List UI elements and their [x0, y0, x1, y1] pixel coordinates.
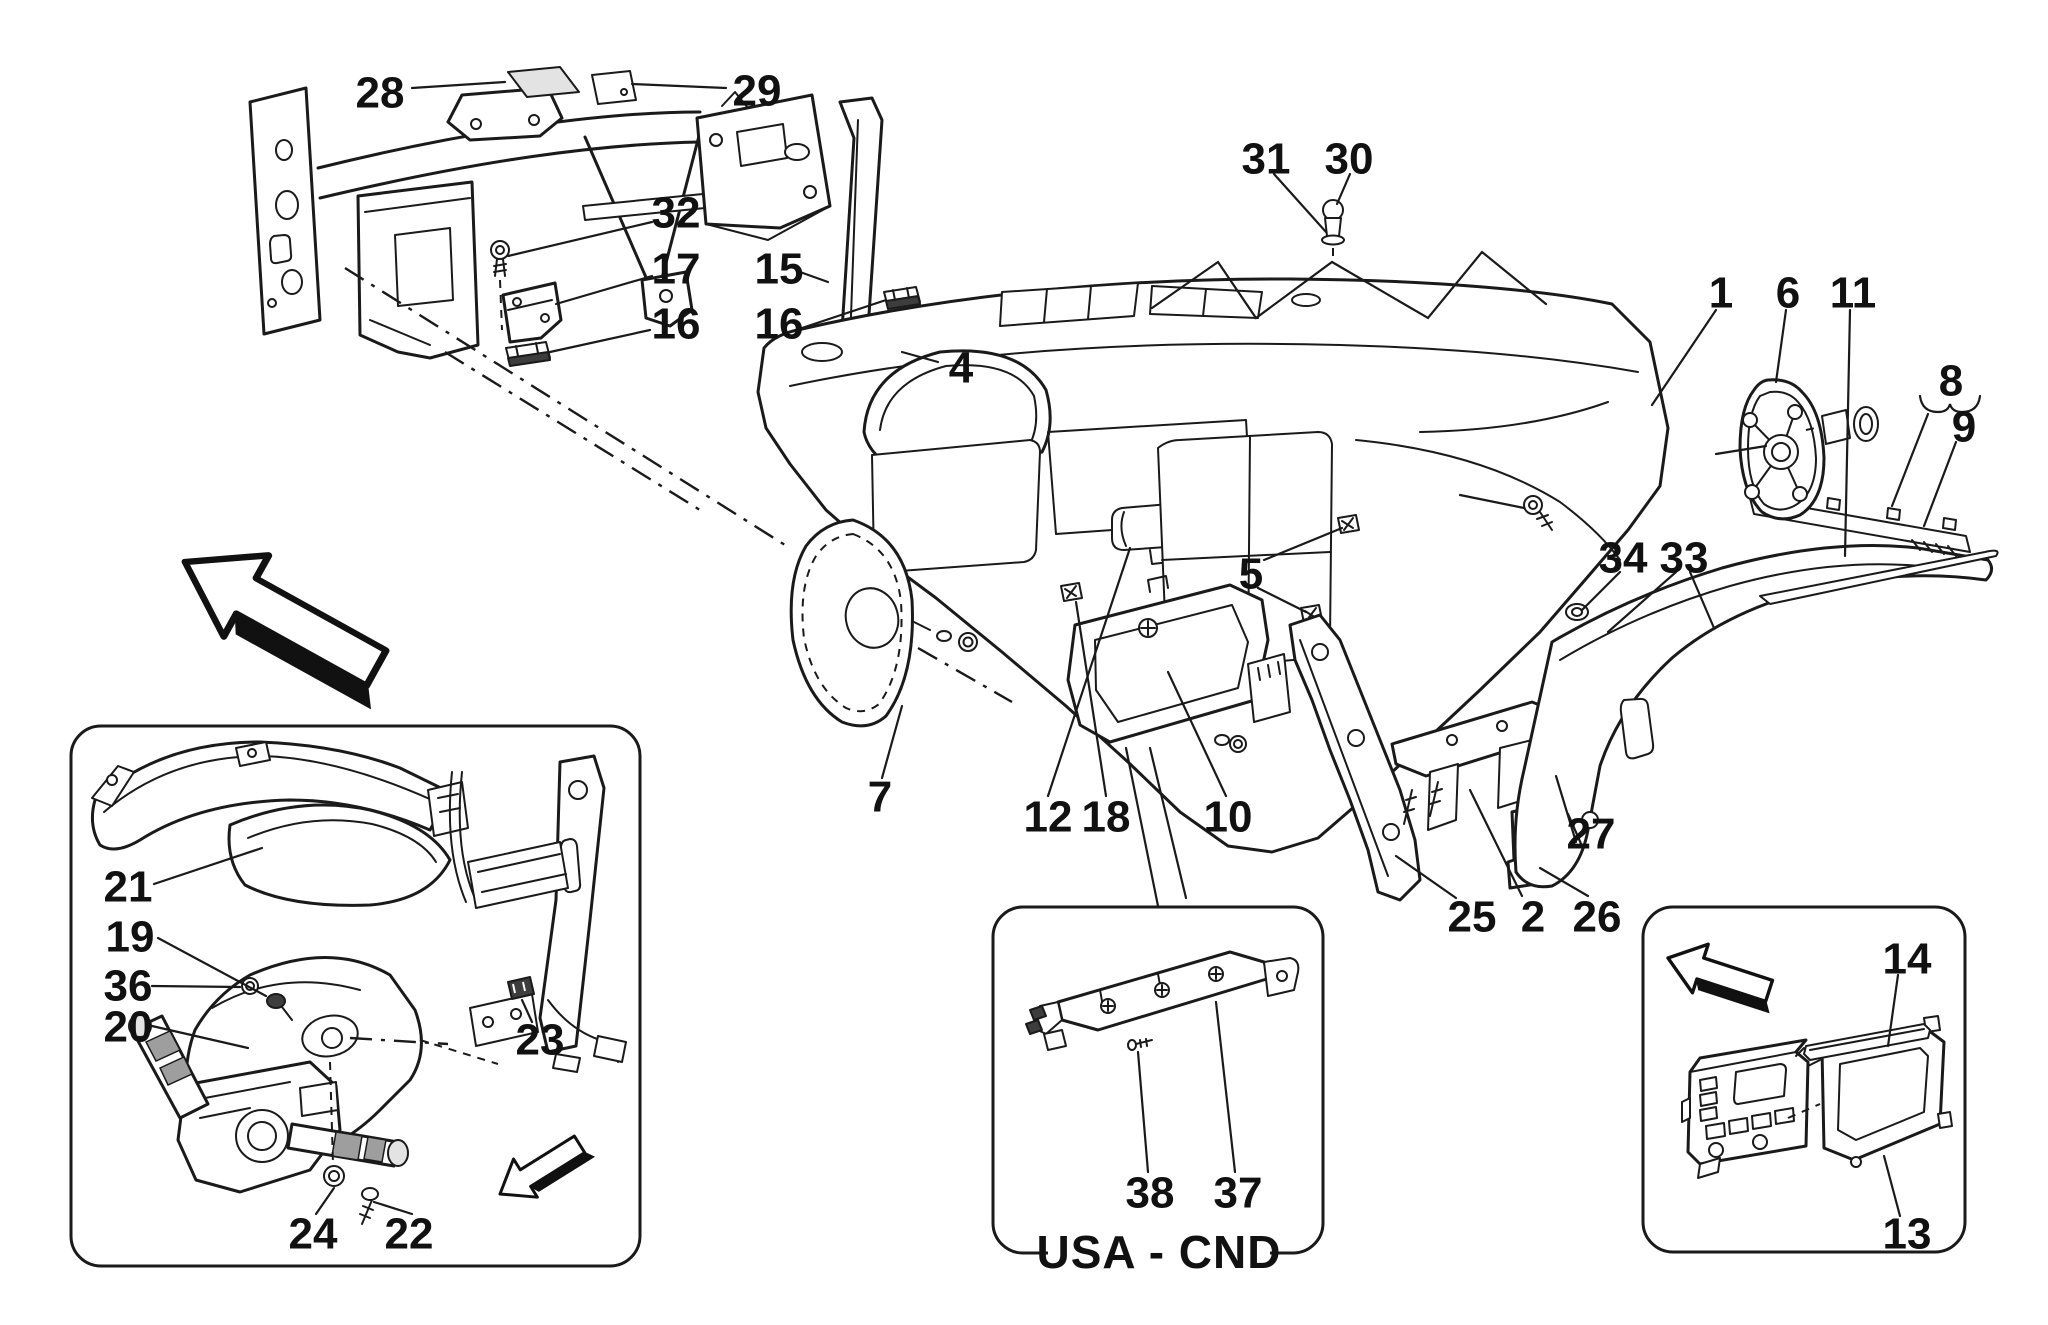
- slotted-plate: [1214, 653, 1291, 753]
- knob-part-11: [1805, 406, 1879, 445]
- brace-part-8: [1918, 394, 1982, 414]
- callout-17: 17: [652, 244, 701, 293]
- callout-33: 33: [1660, 533, 1709, 582]
- speaker-panel-part-6: [1738, 378, 1826, 521]
- column-switch-assembly: [128, 1014, 409, 1194]
- glovebox-door-part-10: [1066, 575, 1270, 744]
- screw-part-30-31: [1321, 199, 1345, 262]
- callout-10: 10: [1204, 792, 1253, 841]
- callout-21: 21: [104, 862, 153, 911]
- direction-arrow-icon: [1658, 932, 1785, 1019]
- callout-11: 11: [1830, 268, 1877, 317]
- callout-30: 30: [1325, 134, 1374, 183]
- pin-part-38: [1127, 1038, 1153, 1051]
- direction-arrow-icon: [162, 521, 409, 714]
- clip-part-16-left: [505, 341, 551, 367]
- screw-on-dash-face: [1458, 493, 1553, 531]
- callout-4: 4: [949, 343, 974, 392]
- callout-34: 34: [1599, 533, 1648, 582]
- cluster-hood: [801, 342, 1052, 469]
- usa-cnd-inset: USA - CND: [991, 746, 1325, 1278]
- callout-28: 28: [356, 68, 405, 117]
- climate-control-unit: [1681, 1038, 1810, 1179]
- leader-lines: [150, 80, 1982, 1218]
- side-panel-part-7: [789, 518, 914, 728]
- climate-control-inset: [1641, 905, 1967, 1254]
- callout-19: 19: [106, 912, 155, 961]
- callout-36: 36: [104, 961, 153, 1010]
- callout-12: 12: [1024, 792, 1073, 841]
- column-mount-bracket: [448, 754, 627, 1073]
- screw-part-22: [359, 1187, 379, 1225]
- callout-25: 25: [1448, 892, 1497, 941]
- inset-region-label: USA - CND: [1037, 1226, 1282, 1278]
- callout-5: 5: [1239, 549, 1263, 598]
- callout-26: 26: [1573, 892, 1622, 941]
- screw-part-19-target: [266, 993, 293, 1021]
- trim-strip-part-14: [1795, 1023, 1931, 1061]
- callout-15: 15: [755, 244, 804, 293]
- bolt-part-32: [490, 240, 510, 331]
- callout-32: 32: [652, 188, 701, 237]
- callout-27: 27: [1567, 809, 1616, 858]
- callout-16: 16: [755, 299, 804, 348]
- dashboard-assembly: [756, 199, 1999, 902]
- cross-car-beam: [248, 66, 955, 441]
- pad-part-28: [507, 66, 580, 98]
- callout-31: 31: [1242, 134, 1291, 183]
- callout-8: 8: [1939, 356, 1963, 405]
- clip-part-23: [507, 976, 535, 1000]
- callout-7: 7: [868, 772, 892, 821]
- pad-part-29: [591, 70, 637, 105]
- callout-37: 37: [1214, 1168, 1263, 1217]
- lower-duct: [1513, 544, 1993, 889]
- callout-38: 38: [1126, 1168, 1175, 1217]
- callout-20: 20: [104, 1002, 153, 1051]
- defroster-vents: [999, 282, 1321, 327]
- clip-part-16-right: [883, 286, 921, 310]
- callout-23: 23: [516, 1015, 565, 1064]
- nut-fastener: [913, 621, 978, 652]
- callout-22: 22: [385, 1209, 434, 1258]
- callout-13: 13: [1883, 1209, 1932, 1258]
- steering-column-inset: [69, 724, 642, 1268]
- callout-1: 1: [1709, 268, 1733, 317]
- callout-24: 24: [289, 1209, 338, 1258]
- callout-2: 2: [1521, 892, 1545, 941]
- callout-29: 29: [733, 66, 782, 115]
- assembly-axis-lines: [344, 266, 1013, 704]
- column-cowl-part-21: [90, 740, 469, 851]
- bezel-part-13: [1807, 1015, 1953, 1168]
- bracket-part-17: [501, 281, 563, 344]
- bracket-part-2: [1390, 700, 1568, 831]
- callout-6: 6: [1776, 268, 1800, 317]
- nut-part-24: [323, 1061, 345, 1187]
- bracket-part-37: [1025, 950, 1300, 1051]
- direction-arrow-icon: [486, 1120, 598, 1215]
- callout-9: 9: [1952, 402, 1976, 451]
- callout-16: 16: [652, 299, 701, 348]
- callout-14: 14: [1883, 934, 1932, 983]
- callout-18: 18: [1082, 792, 1131, 841]
- bracket-part-25: [1288, 613, 1422, 902]
- trim-blade-part-9: [1759, 549, 1999, 605]
- fork-leader-lines: [1150, 250, 1548, 320]
